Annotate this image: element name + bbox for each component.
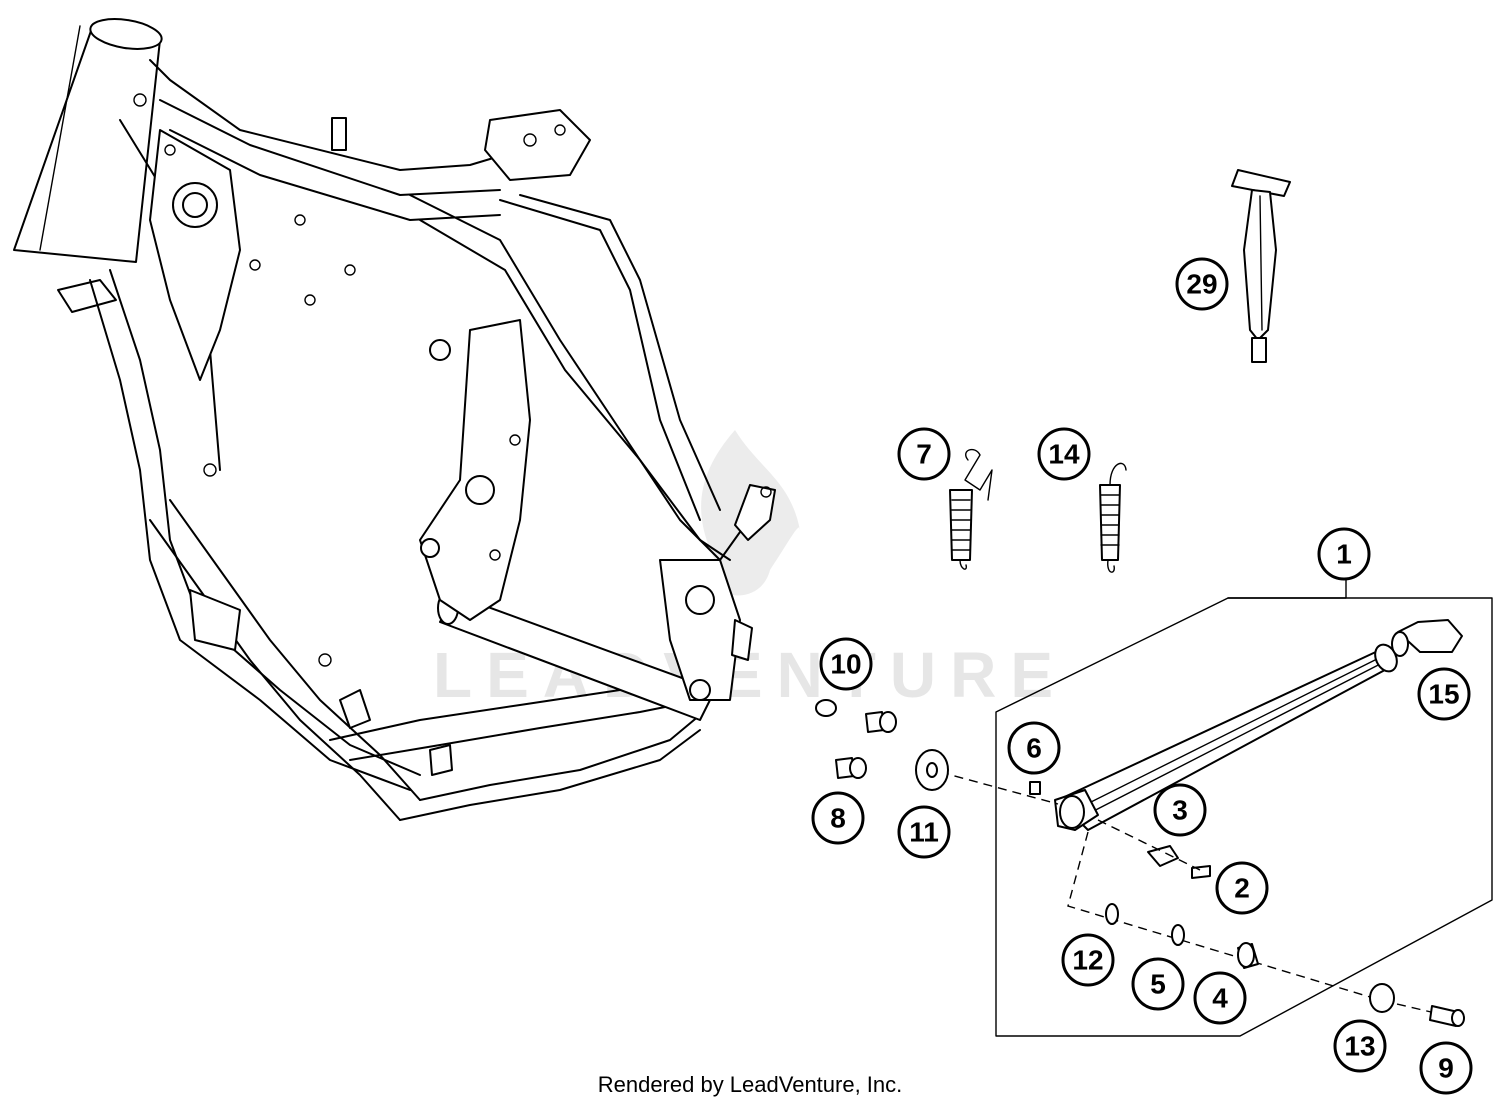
part-14-spring (1099, 462, 1127, 573)
callout-14: 14 (1037, 427, 1091, 481)
footer-credit: Rendered by LeadVenture, Inc. (597, 1072, 903, 1097)
part-1-side-stand-assembly (939, 579, 1493, 1037)
bolt-upper (865, 711, 897, 733)
part-8-bolt (835, 757, 867, 779)
part-5-ring (1171, 924, 1185, 946)
svg-text:11: 11 (909, 817, 939, 848)
part-11-washer (915, 749, 949, 791)
svg-text:8: 8 (830, 803, 846, 834)
part-15-foot (1397, 619, 1463, 653)
callout-5: 5 (1131, 957, 1185, 1011)
svg-text:2: 2 (1234, 873, 1250, 904)
part-29-tool (1231, 169, 1291, 363)
frame-assembly (13, 18, 776, 821)
callout-8: 8 (811, 791, 865, 845)
svg-text:10: 10 (830, 649, 861, 680)
callout-6: 6 (1007, 721, 1061, 775)
svg-text:4: 4 (1212, 983, 1228, 1014)
callout-3: 3 (1153, 783, 1207, 837)
callout-13: 13 (1333, 1019, 1387, 1073)
callout-4: 4 (1193, 971, 1247, 1025)
part-10-ring (815, 699, 837, 717)
callout-9: 9 (1419, 1041, 1473, 1095)
callout-15: 15 (1417, 667, 1471, 721)
part-3-clip (1147, 845, 1179, 867)
callout-12: 12 (1061, 933, 1115, 987)
steering-head-tube (13, 18, 163, 313)
callout-7: 7 (897, 427, 951, 481)
svg-text:1: 1 (1336, 539, 1352, 570)
svg-text:3: 3 (1172, 795, 1188, 826)
part-13-nut (1369, 983, 1395, 1013)
callout-11: 11 (897, 805, 951, 859)
callout-10: 10 (819, 637, 873, 691)
svg-text:15: 15 (1428, 679, 1459, 710)
part-6-pin (1029, 781, 1041, 795)
svg-text:29: 29 (1186, 269, 1217, 300)
svg-text:5: 5 (1150, 969, 1166, 1000)
svg-text:14: 14 (1048, 439, 1080, 470)
part-12-ring (1105, 903, 1119, 925)
callout-2: 2 (1215, 861, 1269, 915)
watermark: LEADVENTURE (433, 430, 1053, 711)
callout-29: 29 (1175, 257, 1229, 311)
svg-text:7: 7 (916, 439, 932, 470)
svg-text:9: 9 (1438, 1053, 1454, 1084)
svg-text:6: 6 (1026, 733, 1042, 764)
svg-text:13: 13 (1344, 1031, 1375, 1062)
part-7-spring (949, 448, 993, 570)
svg-text:12: 12 (1072, 945, 1103, 976)
callout-1: 1 (1317, 527, 1371, 581)
